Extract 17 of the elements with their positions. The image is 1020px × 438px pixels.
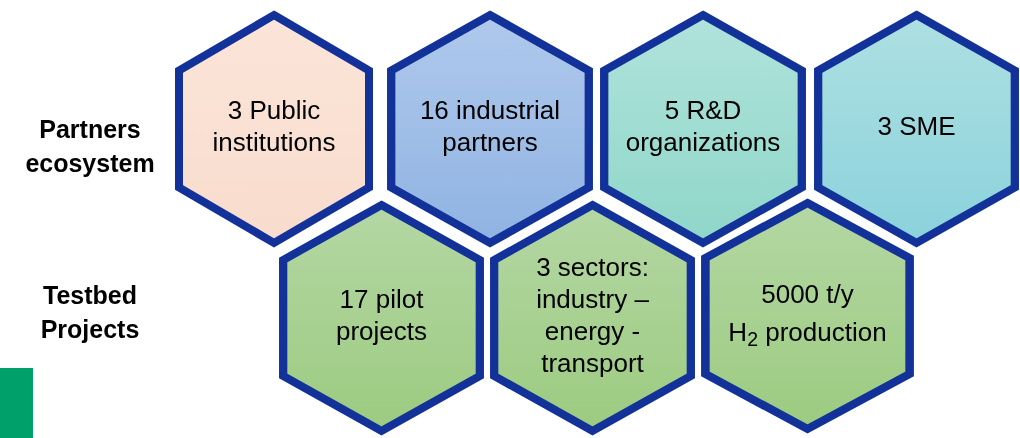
hexagon <box>174 10 374 248</box>
hexagon-text: 3 sectors: industry – energy - transport <box>535 251 650 379</box>
hexagon-text: H$_{2}$ production <box>728 316 887 348</box>
hexagon-text: 3 SME <box>877 110 956 142</box>
hexagon <box>813 10 1020 248</box>
hexagon-text: 17 pilot projects <box>334 283 428 347</box>
hexagon <box>700 198 915 434</box>
hexagon <box>386 10 594 248</box>
hexagon-text: 16 industrial partners <box>418 94 562 158</box>
hexagon-text: 5 R&D organizations <box>625 94 781 158</box>
hexagon-text: 3 Public institutions <box>211 94 337 158</box>
row-label: Testbed Projects <box>39 280 141 345</box>
hexagon <box>278 200 485 436</box>
row-label: Partners ecosystem <box>24 114 156 179</box>
hexagon-text: 5000 t/y <box>761 278 854 310</box>
hexagon <box>599 10 807 248</box>
hexagon <box>489 200 696 436</box>
